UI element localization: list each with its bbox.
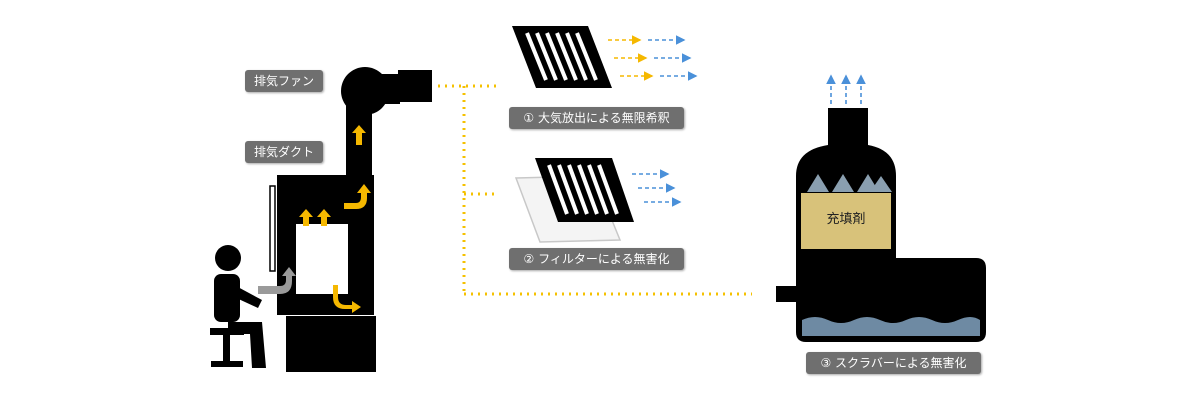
airflow-arrows bbox=[258, 125, 371, 313]
fume-hood-icon bbox=[269, 101, 376, 372]
method-3-label: ③ スクラバーによる無害化 bbox=[806, 352, 981, 374]
person-icon bbox=[214, 245, 266, 368]
emission-arrows-3 bbox=[826, 74, 866, 104]
emission-arrows-1 bbox=[608, 35, 698, 81]
exhaust-fan-icon bbox=[341, 67, 432, 115]
scrubber-icon bbox=[776, 108, 986, 342]
connector-lines bbox=[438, 84, 752, 296]
packing-label: 充填剤 bbox=[826, 212, 866, 227]
exhaust-duct-label: 排気ダクト bbox=[245, 141, 323, 163]
filter-icon bbox=[514, 158, 634, 243]
filter-icon bbox=[512, 26, 612, 88]
emission-arrows-2 bbox=[632, 169, 682, 207]
method-2-label: ② フィルターによる無害化 bbox=[509, 248, 684, 270]
exhaust-fan-label: 排気ファン bbox=[245, 70, 323, 92]
chair-icon bbox=[210, 328, 244, 367]
method-1-label: ① 大気放出による無限希釈 bbox=[509, 107, 684, 129]
